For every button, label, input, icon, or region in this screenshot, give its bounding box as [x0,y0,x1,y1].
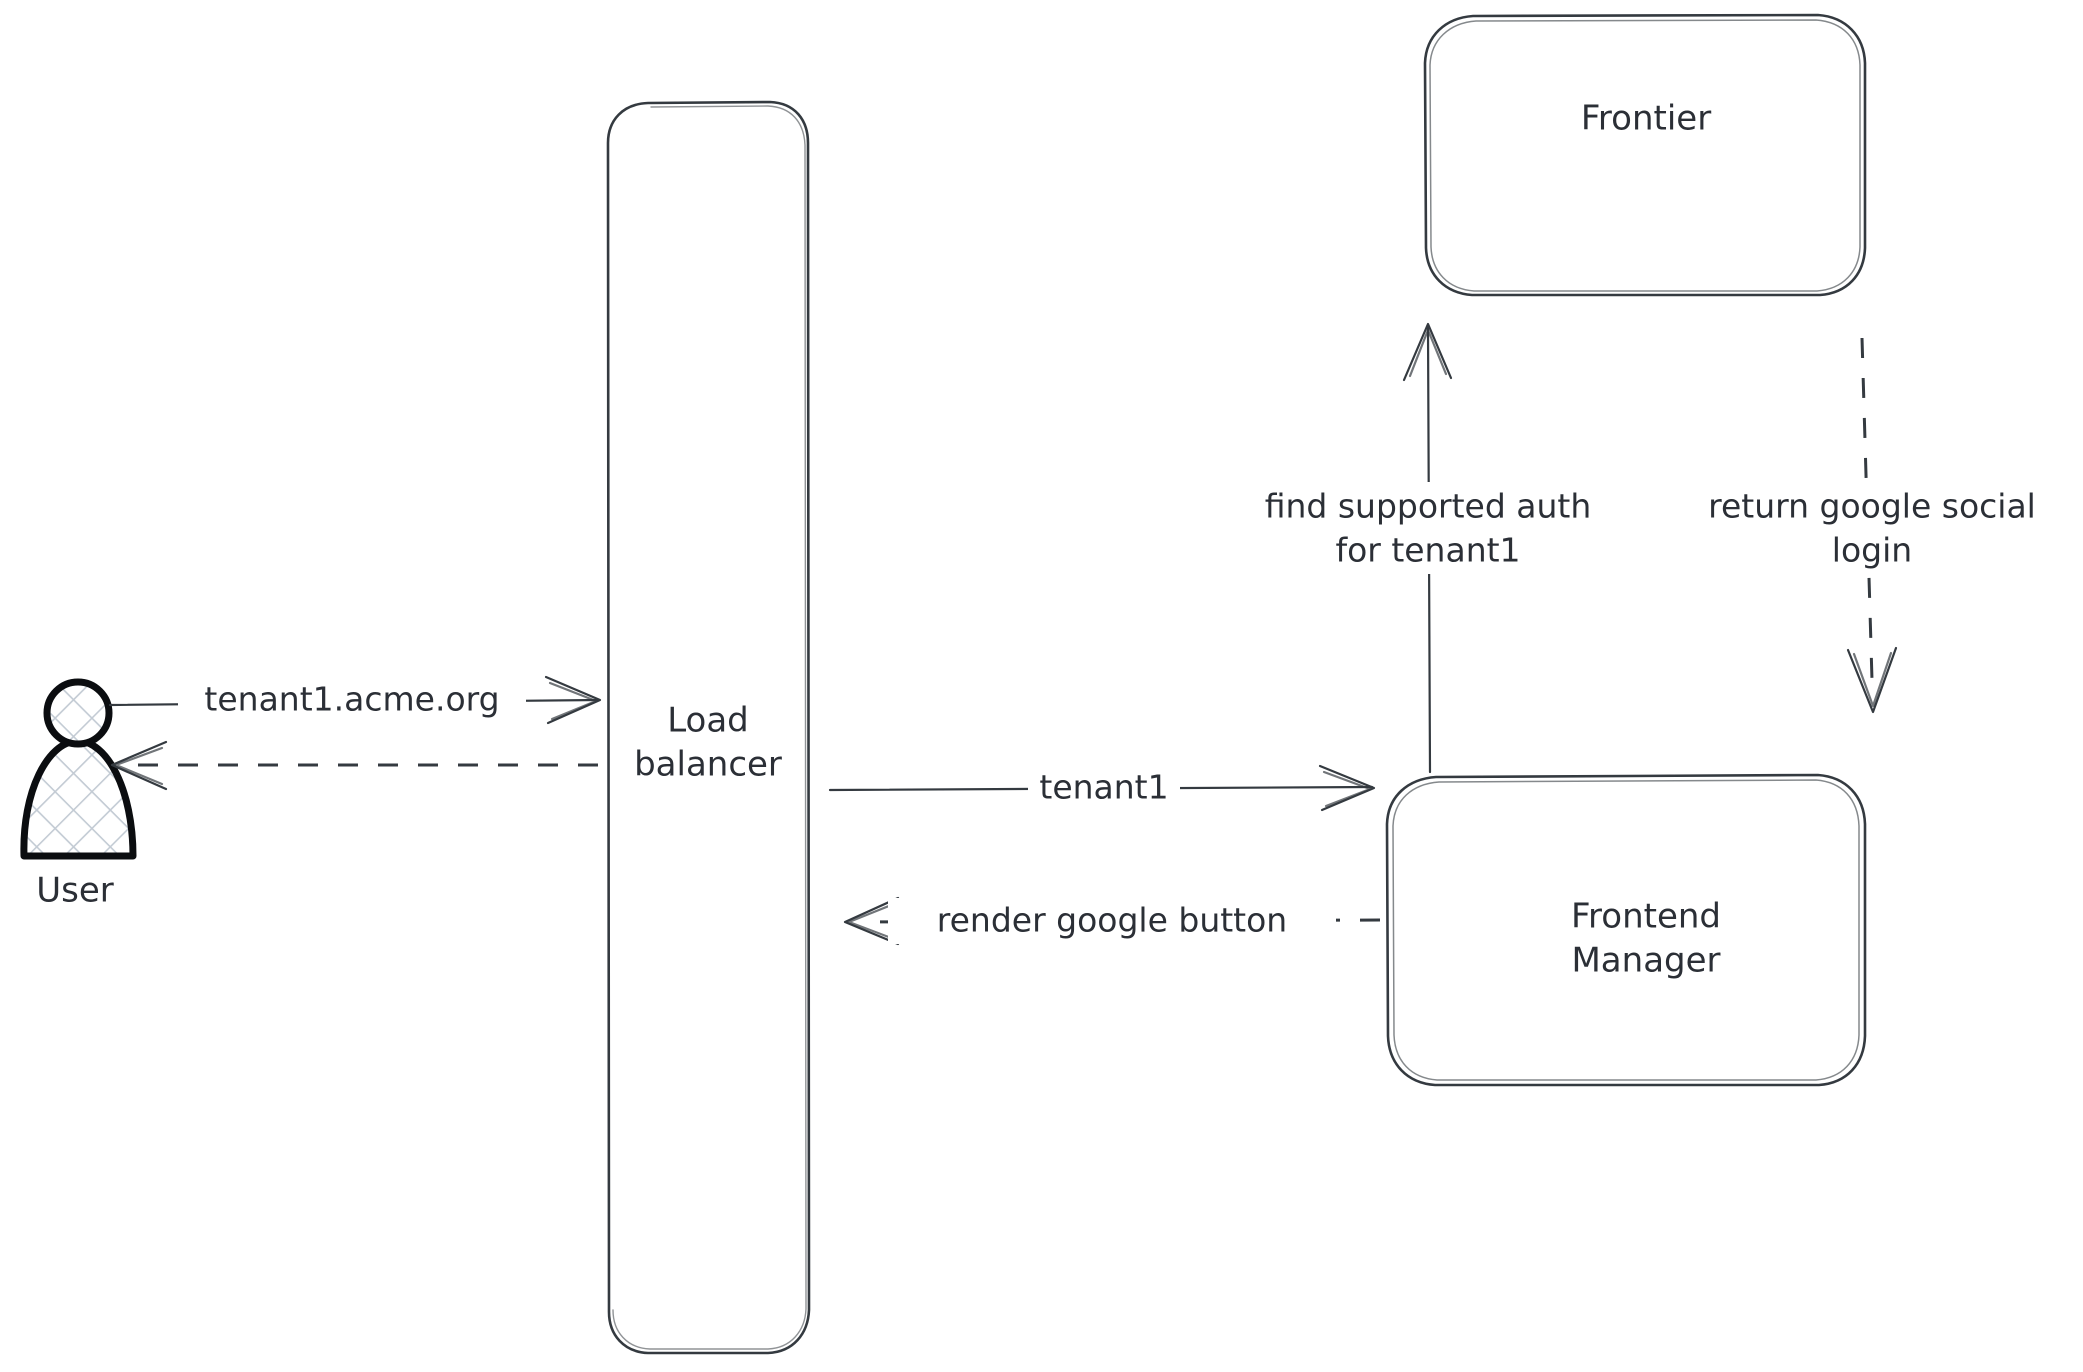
edge-user-to-load-balancer: tenant1.acme.org [108,675,602,725]
frontier-node: Frontier [1423,13,1867,297]
edge-user-lb-label-bg [178,677,526,723]
edge-fm-frontier-label-line2: for tenant1 [1335,531,1520,570]
frontend-manager-shape [1385,773,1867,1087]
edge-fm-frontier-arrowhead [1402,322,1453,382]
user-body-fill [23,740,133,855]
edge-lb-fm-arrowhead [1318,764,1376,812]
edge-fm-frontier-label-line1: find supported auth [1265,487,1592,526]
edge-fm-lb-label: render google button [937,901,1287,940]
edge-load-balancer-to-user [110,740,598,791]
frontend-manager-label-line2: Manager [1571,941,1720,981]
edge-frontier-fm-label-bg [1660,482,2082,574]
edge-frontend-manager-to-frontier: find supported auth for tenant1 [1222,322,1636,774]
user-actor-label: User [36,871,114,911]
edge-lb-fm-label: tenant1 [1039,768,1168,807]
user-head-icon [43,678,113,748]
edge-lb-fm-arrowhead-sketch [1322,770,1372,808]
load-balancer-label-line1: Load [667,701,749,741]
user-head-fill [47,682,109,744]
edge-fm-lb-label-bg [888,898,1336,944]
frontier-label: Frontier [1581,99,1711,139]
load-balancer-node: Load balancer [606,100,811,1355]
edge-fm-frontier-arrowhead-sketch [1408,328,1448,378]
frontend-manager-label-line1: Frontend [1571,897,1721,937]
edge-load-balancer-to-frontend-manager: tenant1 [828,764,1376,812]
edge-frontend-manager-to-load-balancer: render google button [843,896,1381,946]
edge-fm-lb-arrowhead-sketch [847,902,896,941]
edge-lb-user-arrowhead-sketch [114,746,164,786]
edge-frontier-fm-label-line2: login [1832,531,1912,570]
frontier-shape-sketch [1429,19,1861,292]
load-balancer-shape-sketch [612,105,807,1350]
edge-user-lb-label: tenant1.acme.org [204,680,499,719]
edge-frontier-to-frontend-manager: return google social login [1660,337,2082,714]
edge-frontier-fm-label-line1: return google social [1708,487,2036,526]
load-balancer-label-line2: balancer [634,745,782,785]
edge-frontier-fm-arrowhead [1846,646,1898,714]
edge-user-lb-arrowhead-sketch [548,681,598,721]
edge-lb-fm-label-bg [1028,765,1180,811]
user-actor: User [20,678,137,911]
edge-user-lb-arrowhead [544,675,602,725]
frontend-manager-shape-sketch [1392,779,1860,1081]
frontend-manager-node: Frontend Manager [1385,773,1867,1087]
edge-frontier-fm-arrowhead-sketch [1852,651,1893,708]
edge-lb-user-arrowhead [110,740,168,791]
edge-fm-lb-arrowhead [843,896,900,946]
load-balancer-shape [606,100,811,1355]
edge-fm-frontier-label-bg [1222,482,1636,574]
frontier-shape [1423,13,1867,297]
